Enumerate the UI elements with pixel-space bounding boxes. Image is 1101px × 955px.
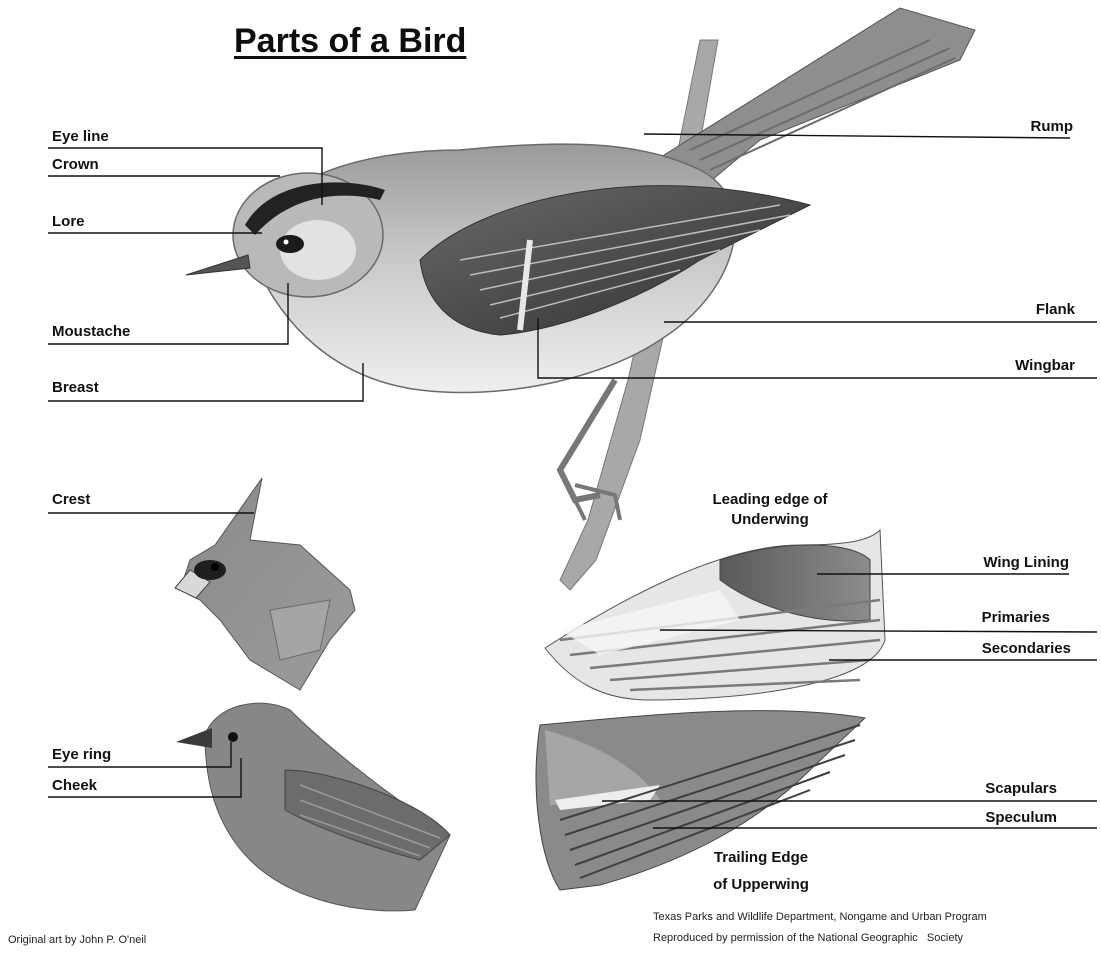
label-leading-edge-underwing: Leading edge of Underwing — [680, 491, 860, 529]
label-primaries: Primaries — [982, 609, 1050, 627]
credit-permission: Reproduced by permission of the National… — [653, 932, 963, 944]
label-moustache: Moustache — [52, 323, 130, 341]
label-eye-line: Eye line — [52, 128, 109, 146]
label-speculum: Speculum — [985, 809, 1057, 827]
main-bird-illustration — [186, 8, 975, 520]
credit-agency: Texas Parks and Wildlife Department, Non… — [653, 911, 987, 923]
label-trailing-edge-line-2: of Upperwing — [676, 876, 846, 894]
label-leading-edge-line-1: Leading edge of — [680, 491, 860, 509]
label-breast: Breast — [52, 379, 99, 397]
label-trailing-edge-line-1: Trailing Edge — [676, 849, 846, 867]
label-wing-lining: Wing Lining — [983, 554, 1069, 572]
label-secondaries: Secondaries — [982, 640, 1071, 658]
label-rump: Rump — [1031, 118, 1074, 136]
label-crown: Crown — [52, 156, 99, 174]
label-crest: Crest — [52, 491, 90, 509]
label-leading-edge-line-2: Underwing — [680, 511, 860, 529]
page-title: Parts of a Bird — [234, 22, 466, 61]
label-scapulars: Scapulars — [985, 780, 1057, 798]
label-trailing-edge-upperwing: Trailing Edge of Upperwing — [676, 849, 846, 894]
tanager-illustration — [176, 703, 450, 911]
label-wingbar: Wingbar — [1015, 357, 1075, 375]
credit-artist: Original art by John P. O'neil — [8, 934, 146, 946]
label-lore: Lore — [52, 213, 85, 231]
label-flank: Flank — [1036, 301, 1075, 319]
label-cheek: Cheek — [52, 777, 97, 795]
cardinal-illustration — [175, 478, 355, 690]
label-eye-ring: Eye ring — [52, 746, 111, 764]
